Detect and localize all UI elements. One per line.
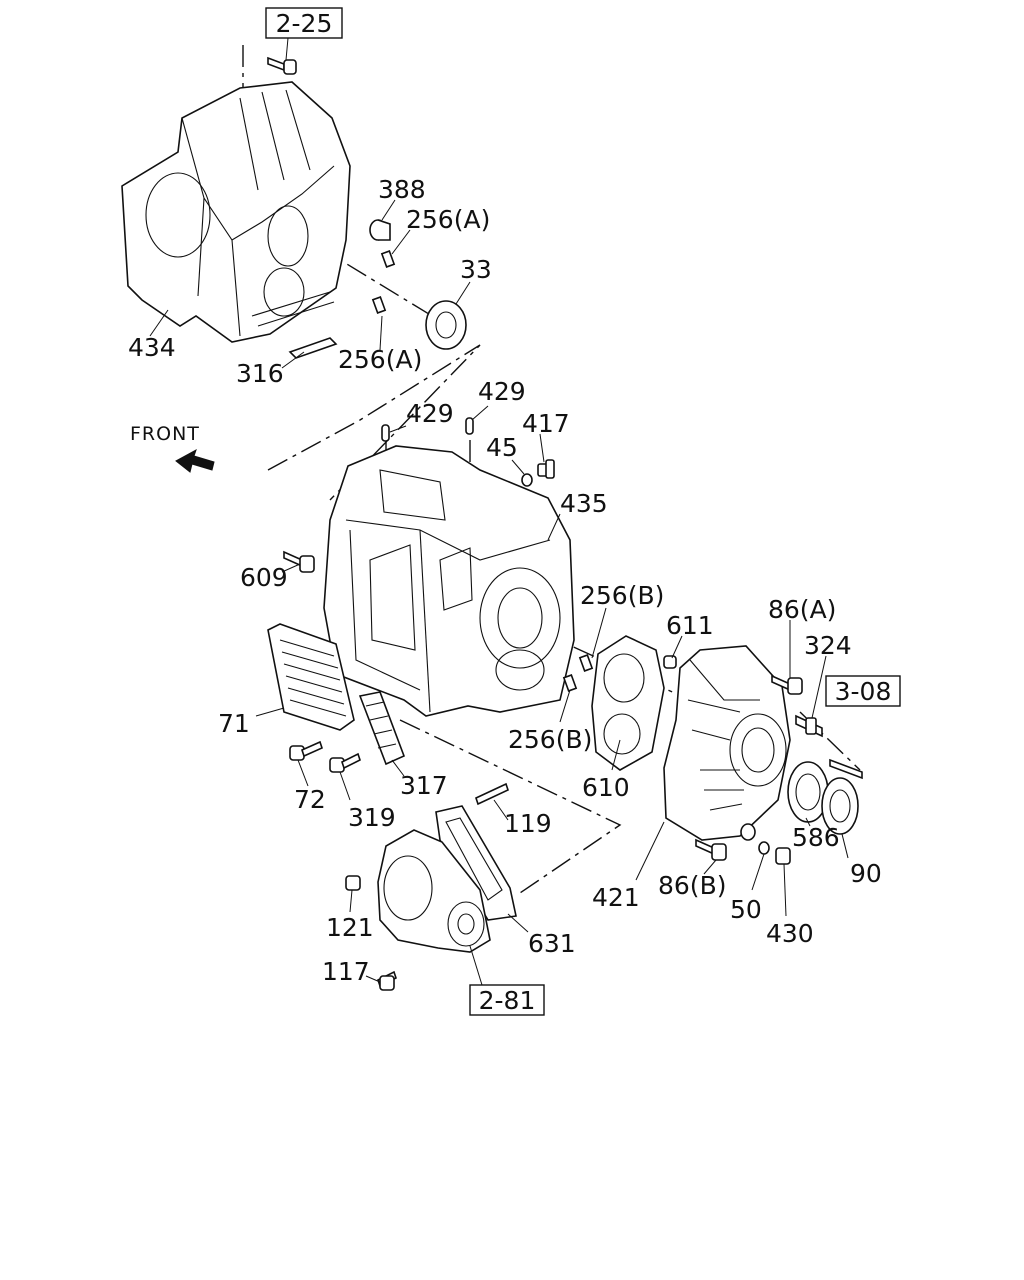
transmission-case-435 xyxy=(323,445,575,717)
callout-45: 45 xyxy=(486,433,518,462)
callout-316: 316 xyxy=(236,359,284,388)
bolt-609 xyxy=(283,550,315,573)
callout-611: 611 xyxy=(666,611,714,640)
leader-lines xyxy=(149,37,849,986)
gasket-317 xyxy=(358,691,406,766)
oil-seal-90 xyxy=(821,777,859,835)
callout-119: 119 xyxy=(504,809,552,838)
front-label: FRONT xyxy=(130,423,200,445)
bushing-388 xyxy=(369,219,391,241)
callout-72: 72 xyxy=(294,785,326,814)
callout-256b-2: 256(B) xyxy=(508,725,592,754)
nut-121 xyxy=(345,875,361,891)
stud-324 xyxy=(795,714,823,738)
o-ring-45 xyxy=(521,473,533,487)
callout-435: 435 xyxy=(560,489,608,518)
gasket-610 xyxy=(591,635,665,771)
callout-434: 434 xyxy=(128,333,176,362)
callout-71: 71 xyxy=(218,709,250,738)
bolt-611 xyxy=(663,655,677,669)
callout-417: 417 xyxy=(522,409,570,438)
callout-50: 50 xyxy=(730,895,762,924)
pto-unit xyxy=(377,829,491,953)
stud-119 xyxy=(475,782,509,806)
callout-33: 33 xyxy=(460,255,492,284)
callout-610: 610 xyxy=(582,773,630,802)
callout-117: 117 xyxy=(322,957,370,986)
callout-421: 421 xyxy=(592,883,640,912)
bolt-top xyxy=(267,56,297,75)
ref-box-2-81[interactable]: 2-81 xyxy=(469,984,545,1016)
callout-256a-1: 256(A) xyxy=(406,205,490,234)
callout-256b-1: 256(B) xyxy=(580,581,664,610)
callout-256a-2: 256(A) xyxy=(338,345,422,374)
stud-3-08 xyxy=(829,758,863,780)
callout-429-2: 429 xyxy=(478,377,526,406)
callout-324: 324 xyxy=(804,631,852,660)
callout-86b: 86(B) xyxy=(658,871,726,900)
front-direction-indicator: FRONT xyxy=(130,423,215,473)
callout-90: 90 xyxy=(850,859,882,888)
callout-317: 317 xyxy=(400,771,448,800)
cover-plate-71 xyxy=(267,623,355,731)
callout-429-1: 429 xyxy=(406,399,454,428)
pin-429-1 xyxy=(381,424,390,442)
washer-50 xyxy=(758,841,770,855)
svg-text:3-08: 3-08 xyxy=(835,677,892,706)
svg-text:2-25: 2-25 xyxy=(276,9,333,38)
callout-319: 319 xyxy=(348,803,396,832)
bolt-319 xyxy=(329,752,361,773)
callout-388: 388 xyxy=(378,175,426,204)
callout-121: 121 xyxy=(326,913,374,942)
svg-text:2-81: 2-81 xyxy=(479,986,536,1015)
plug-417 xyxy=(537,459,555,479)
dowel-pin-256a-1 xyxy=(380,250,396,268)
ref-box-3-08[interactable]: 3-08 xyxy=(825,675,901,707)
clutch-housing-434 xyxy=(121,81,351,343)
ref-box-2-25[interactable]: 2-25 xyxy=(265,7,343,39)
plug-430 xyxy=(775,847,791,865)
bolt-72 xyxy=(289,740,323,761)
bolt-86b xyxy=(695,838,727,861)
rear-case-421 xyxy=(663,645,791,841)
dowel-pin-256a-2 xyxy=(371,296,387,314)
plate-316 xyxy=(288,337,338,359)
callout-631: 631 xyxy=(528,929,576,958)
washer-421 xyxy=(740,823,756,841)
callout-labels: 388 256(A) 33 434 316 256(A) 429 429 417… xyxy=(128,175,882,986)
dowel-pin-256b-1 xyxy=(578,654,594,672)
callout-86a: 86(A) xyxy=(768,595,836,624)
pin-429-2 xyxy=(465,417,474,435)
bolt-117 xyxy=(377,970,397,991)
callout-609: 609 xyxy=(240,563,288,592)
dowel-pin-256b-2 xyxy=(562,674,578,692)
front-arrow-icon xyxy=(175,448,215,473)
bolt-86a xyxy=(771,674,803,695)
callout-586: 586 xyxy=(792,823,840,852)
gasket-631 xyxy=(435,805,517,921)
callout-430: 430 xyxy=(766,919,814,948)
oil-seal-33 xyxy=(425,300,467,350)
